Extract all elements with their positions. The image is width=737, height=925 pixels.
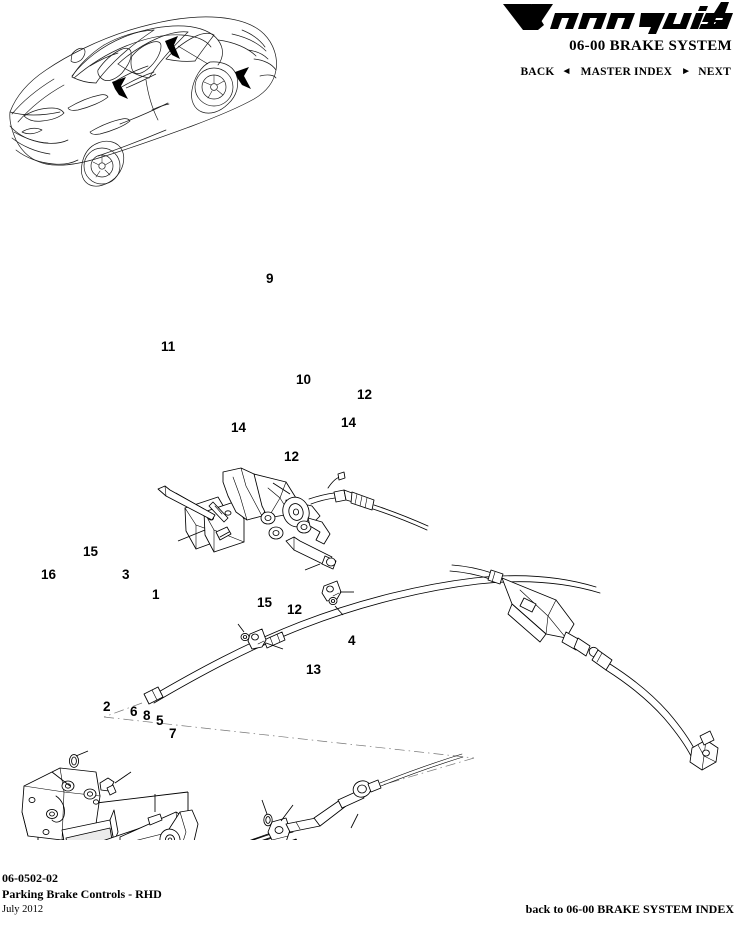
callout-11: 11 (161, 339, 176, 354)
callout-14-left: 14 (231, 420, 247, 435)
equaliser-assembly-group (157, 467, 429, 570)
page-footer: 06-0502-02 Parking Brake Controls - RHD … (0, 865, 737, 925)
rear-parking-brake-cable (143, 575, 601, 705)
part-3-bolt (99, 777, 117, 796)
part-14-grommet-left (240, 632, 250, 642)
navigation-bar: BACK ◄ MASTER INDEX ► NEXT (433, 66, 731, 78)
callout-16: 16 (41, 567, 57, 582)
equaliser-output-cable (308, 471, 429, 531)
drawing-name: Parking Brake Controls - RHD (2, 887, 162, 902)
callout-leader-lines (51, 482, 359, 829)
part-14-grommet-right (328, 596, 338, 606)
drawing-code: 06-0502-02 (2, 871, 58, 886)
callout-14-right: 14 (341, 415, 357, 430)
part-1-lever (103, 809, 199, 840)
right-cable-run (449, 564, 719, 771)
part-16-bracket (21, 767, 119, 840)
callout-12-rear-left: 12 (284, 449, 300, 464)
part-12-clip-front (267, 817, 291, 840)
header-right: 06-00 BRAKE SYSTEM BACK ◄ MASTER INDEX ► NEX… (433, 0, 733, 78)
callout-13: 13 (306, 662, 322, 677)
callout-5: 5 (156, 713, 164, 728)
callout-6: 6 (130, 704, 138, 719)
callout-2: 2 (103, 699, 111, 714)
next-button[interactable]: NEXT (698, 66, 731, 79)
next-arrow-icon[interactable]: ► (681, 66, 692, 78)
callout-15-lever: 15 (83, 544, 99, 559)
page-title: 06-00 BRAKE SYSTEM (569, 38, 732, 54)
part-11-pin (157, 485, 216, 521)
back-button[interactable]: BACK (520, 66, 555, 79)
part-13-screw (292, 838, 298, 840)
callout-15-front: 15 (257, 595, 273, 610)
callout-7: 7 (169, 726, 177, 741)
footer-identification: 06-0502-02 Parking Brake Controls - RHD … (2, 871, 162, 917)
part-15-seal-front (263, 813, 273, 827)
callout-9: 9 (266, 271, 274, 286)
callout-1: 1 (152, 587, 160, 602)
vehicle-illustration (2, 4, 292, 194)
exploded-parts-diagram: .ln{fill:none;stroke:#000;stroke-width:0… (0, 200, 737, 840)
callout-8: 8 (143, 708, 151, 723)
part-12-clip-left (247, 628, 267, 650)
part-10-bolt (285, 536, 337, 570)
part-clip-small (208, 501, 229, 523)
section-connector-line (103, 702, 475, 789)
part-9-equaliser (222, 467, 331, 545)
location-arrow (112, 36, 251, 99)
callout-12-rear-right: 12 (357, 387, 373, 402)
callout-3: 3 (122, 567, 130, 582)
lever-assembly-group (21, 754, 294, 840)
callout-10: 10 (296, 372, 312, 387)
revision-date: July 2012 (2, 904, 44, 916)
back-arrow-icon[interactable]: ◄ (561, 66, 572, 78)
vanquish-logo (503, 2, 733, 34)
part-12-clip-right (321, 580, 342, 602)
callout-4: 4 (348, 633, 356, 648)
master-index-button[interactable]: MASTER INDEX (580, 66, 673, 79)
front-cable-group (249, 753, 464, 840)
back-to-index-link[interactable]: back to 06-00 BRAKE SYSTEM INDEX (525, 902, 734, 916)
callout-12-front: 12 (287, 602, 303, 617)
part-15-seal-left (68, 754, 80, 768)
